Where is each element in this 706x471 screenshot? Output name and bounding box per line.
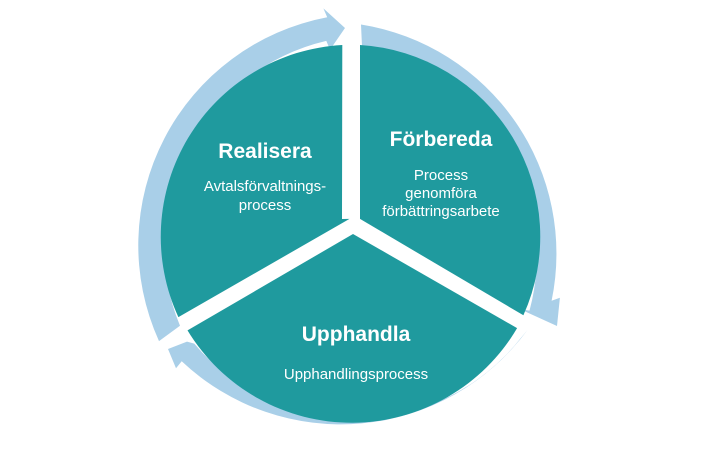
upphandla-description-line-1: Upphandlingsprocess <box>284 366 428 383</box>
forbereda-description-line-1: Process <box>414 167 468 184</box>
upphandla-title: Upphandla <box>302 323 411 346</box>
segment-upphandla <box>187 234 518 423</box>
forbereda-title: Förbereda <box>390 128 493 151</box>
cycle-arrow-realisera <box>138 8 345 342</box>
segment-upphandla-text: Upphandla Upphandlingsprocess <box>284 323 428 383</box>
forbereda-description-line-2: genomföra <box>405 185 477 202</box>
segment-realisera-text: Realisera Avtalsförvaltnings- process <box>204 140 326 214</box>
segment-forbereda <box>360 45 541 316</box>
cycle-segments <box>160 45 541 423</box>
segment-realisera <box>160 45 350 318</box>
cycle-arrow-upphandla <box>168 330 528 425</box>
forbereda-description-line-3: förbättringsarbete <box>382 203 500 220</box>
realisera-description-line-1: Avtalsförvaltnings- <box>204 178 326 195</box>
realisera-description-line-2: process <box>239 197 292 214</box>
realisera-title: Realisera <box>218 140 312 163</box>
segment-forbereda-text: Förbereda Process genomföra förbättrings… <box>382 128 500 220</box>
